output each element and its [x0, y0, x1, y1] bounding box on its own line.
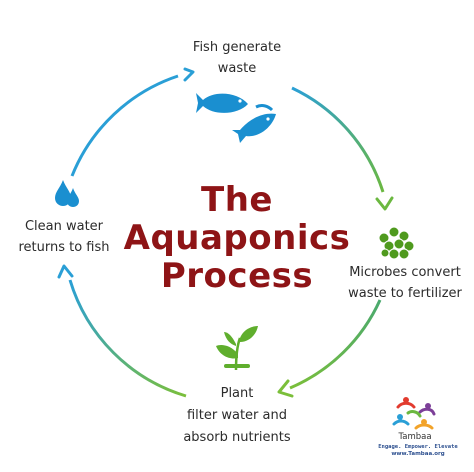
brand-tagline: Engage. Empower. Elevate: [378, 444, 458, 450]
arc-microbes-to-plant: [289, 299, 382, 390]
water-drops-icon: [55, 180, 79, 207]
step-water-label: Clean water returns to fish: [4, 216, 124, 258]
plant-icon: [216, 326, 258, 371]
step-microbes-line1: Microbes convert: [349, 265, 461, 280]
tambaa-logo-icon: [392, 397, 436, 430]
microbes-icon: [378, 226, 415, 260]
arrowhead-microbes: [375, 196, 394, 211]
step-plant-line1: Plant: [220, 386, 254, 401]
brand-name: Tambaa: [398, 432, 432, 442]
step-fish-line2: waste: [217, 61, 257, 76]
step-water-line1: Clean water: [24, 219, 104, 234]
title-line-1: The: [201, 180, 273, 220]
step-plant-line3: absorb nutrients: [183, 430, 291, 445]
arc-fish-to-microbes: [291, 86, 385, 193]
step-plant-label: Plant filter water and absorb nutrients: [172, 383, 302, 449]
step-microbes-label: Microbes convert waste to fertilizer: [340, 262, 470, 304]
title-line-3: Process: [160, 256, 314, 296]
step-microbes-line2: waste to fertilizer: [348, 286, 462, 301]
arc-water-to-fish: [70, 74, 179, 177]
step-water-line2: returns to fish: [18, 240, 110, 255]
fish-icon: [196, 93, 276, 143]
arrowhead-fish: [183, 67, 195, 82]
brand-url: www.Tambaa.org: [391, 451, 445, 457]
step-fish-line1: Fish generate: [192, 40, 282, 55]
arrowhead-water: [57, 264, 74, 279]
step-fish-label: Fish generate waste: [177, 37, 297, 79]
title-line-2: Aquaponics: [123, 218, 351, 258]
step-plant-line2: filter water and: [186, 408, 287, 423]
arrowhead-plant: [277, 379, 294, 398]
arc-plant-to-water: [68, 279, 187, 398]
